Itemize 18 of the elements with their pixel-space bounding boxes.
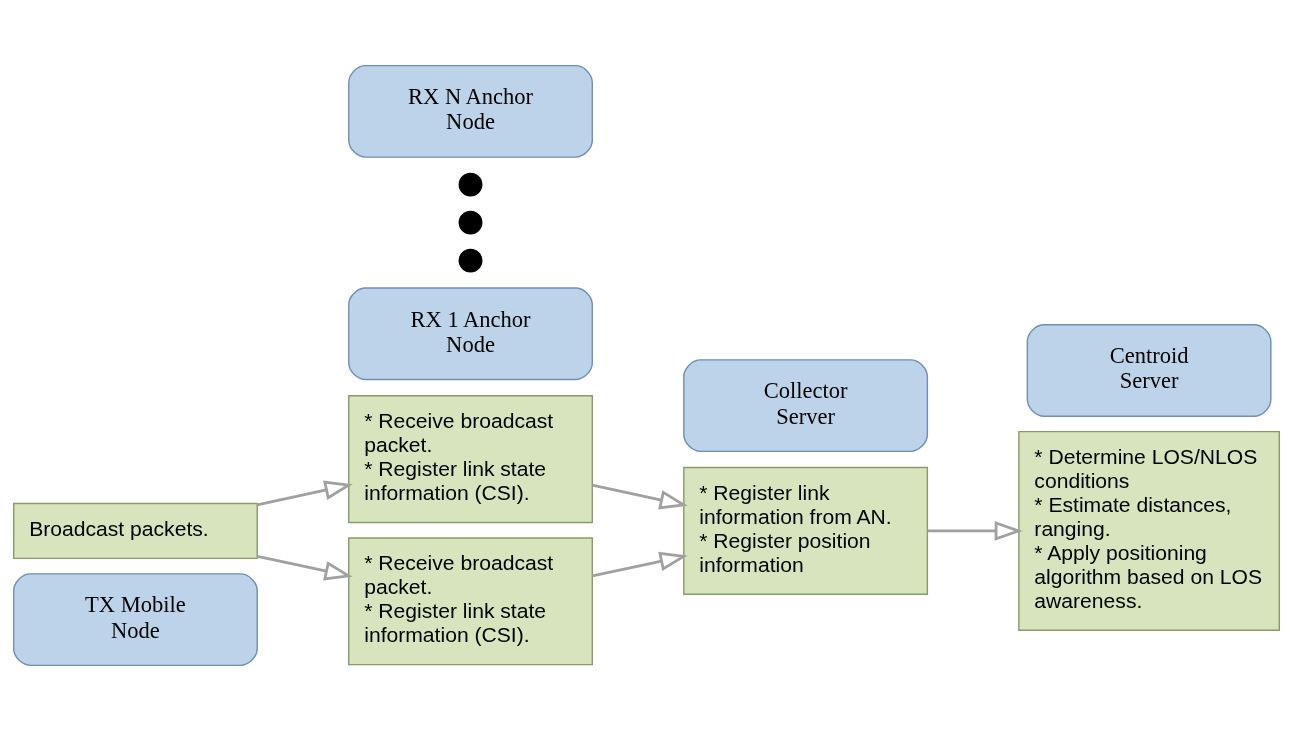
node-box: * Receive broadcast packet. * Register link state information (CSI). [348,395,593,524]
node-box: * Receive broadcast packet. * Register link state information (CSI). [348,537,593,666]
node-box: RX N Anchor Node [348,64,593,158]
node-box: TX Mobile Node [12,573,258,667]
arrow [257,480,353,507]
node-box: * Register link information from AN. * Register position information [683,466,929,595]
node-box: * Determine LOS/NLOS conditions * Estimate distances, ranging. * Apply positioning algorithm based on LOS awareness. [1018,430,1281,631]
node-circle [458,210,483,235]
arrow [257,555,353,581]
node-box: Broadcast packets. [12,502,258,560]
node-box: RX 1 Anchor Node [348,287,593,381]
node-circle [458,172,483,197]
node-box: Collector Server [683,359,929,453]
arrow [592,483,688,510]
node-box: Centroid Server [1026,323,1272,417]
node-circle [458,248,483,273]
arrow [592,551,688,578]
arrow [927,521,1023,541]
